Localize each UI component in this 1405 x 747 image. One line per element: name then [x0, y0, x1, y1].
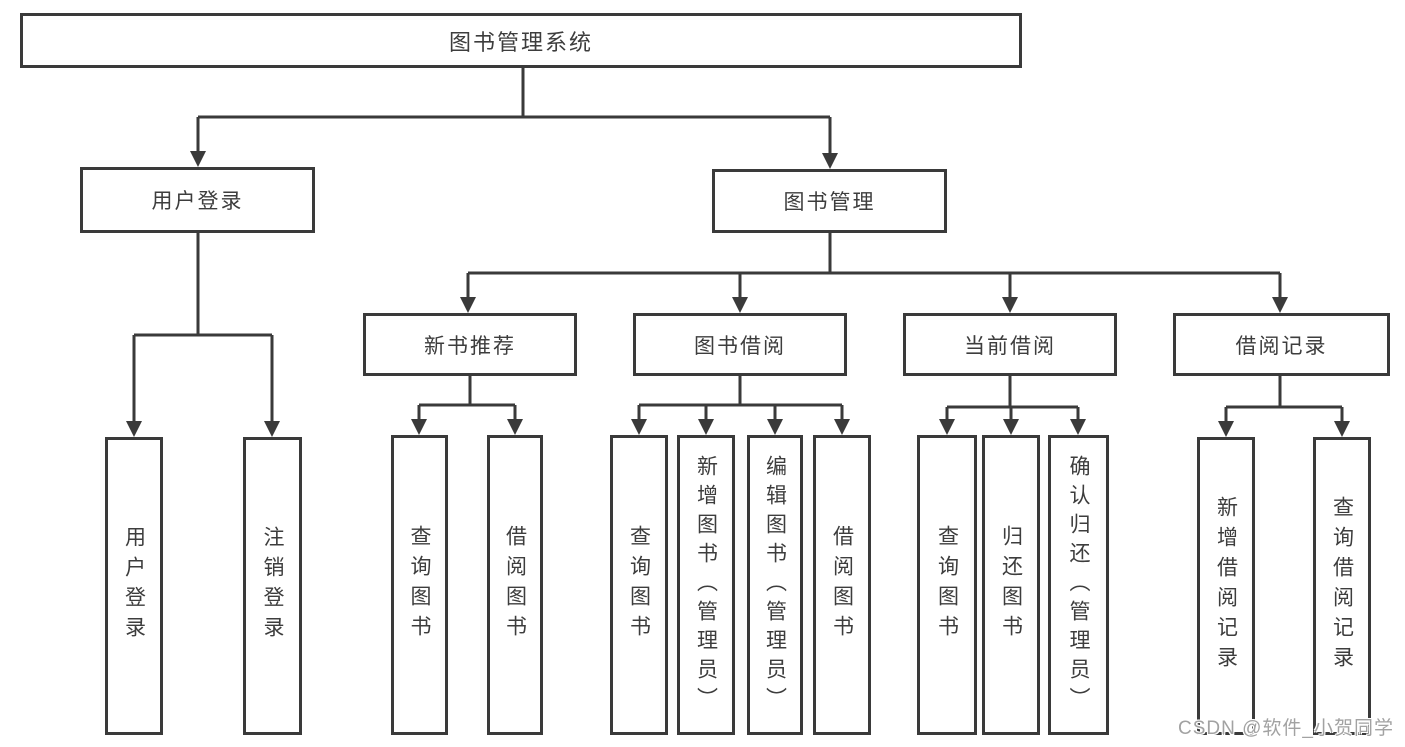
- node-new-book-recommend: 新书推荐: [363, 313, 577, 376]
- leaf-user-login-action: 用户登录: [105, 437, 163, 735]
- leaf-logout-action: 注销登录: [243, 437, 302, 735]
- leaf-query-borrow-record: 查询借阅记录: [1313, 437, 1371, 735]
- leaf-query-books-borrowing: 查询图书: [610, 435, 668, 735]
- leaf-query-books-current: 查询图书: [917, 435, 977, 735]
- leaf-query-books-recommend: 查询图书: [391, 435, 448, 735]
- leaf-add-borrow-record: 新增借阅记录: [1197, 437, 1255, 735]
- node-root-library-system: 图书管理系统: [20, 13, 1022, 68]
- leaf-return-books: 归还图书: [982, 435, 1040, 735]
- node-current-borrowing: 当前借阅: [903, 313, 1117, 376]
- csdn-watermark: CSDN @软件_小贺同学: [1178, 718, 1394, 739]
- node-borrowing-records: 借阅记录: [1173, 313, 1390, 376]
- leaf-borrow-books: 借阅图书: [813, 435, 871, 735]
- node-book-management: 图书管理: [712, 169, 947, 233]
- node-user-login: 用户登录: [80, 167, 315, 233]
- leaf-borrow-books-recommend: 借阅图书: [487, 435, 543, 735]
- leaf-edit-books-admin: 编辑图书（管理员）: [747, 435, 803, 735]
- node-book-borrowing: 图书借阅: [633, 313, 847, 376]
- leaf-confirm-return-admin: 确认归还（管理员）: [1048, 435, 1109, 735]
- leaf-add-books-admin: 新增图书（管理员）: [677, 435, 735, 735]
